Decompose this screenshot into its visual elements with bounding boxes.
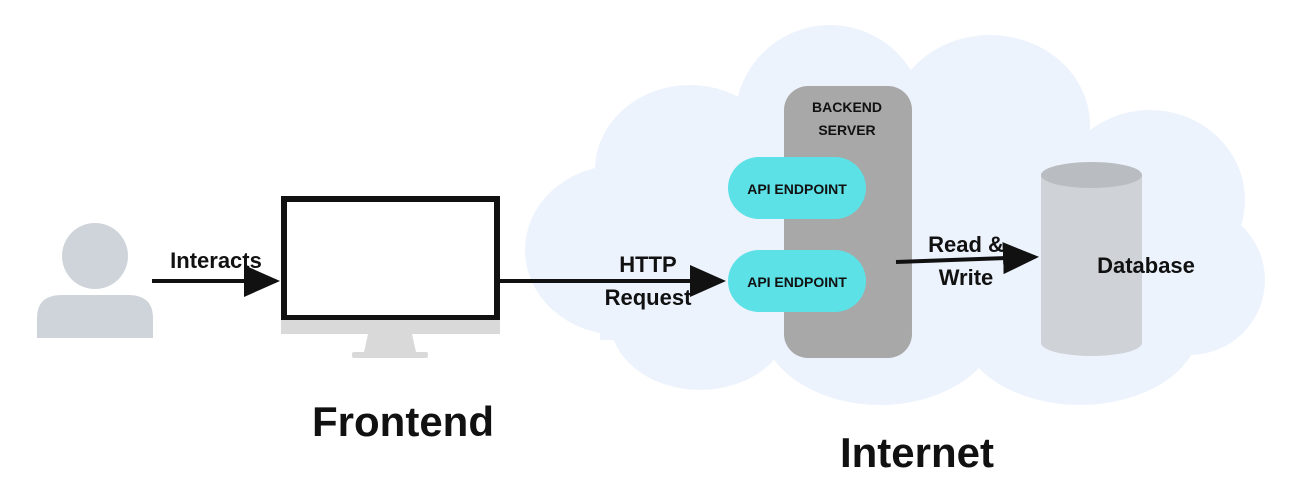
- api-endpoint-label: API ENDPOINT: [747, 274, 847, 290]
- read-write-label-line2: Write: [939, 265, 994, 290]
- database-cylinder-icon: [1041, 162, 1142, 356]
- interacts-label: Interacts: [170, 248, 262, 273]
- api-endpoint: API ENDPOINT: [728, 250, 866, 312]
- api-endpoint-label: API ENDPOINT: [747, 181, 847, 197]
- database-label: Database: [1097, 253, 1195, 278]
- internet-caption: Internet: [840, 429, 994, 476]
- user-icon: [37, 223, 153, 338]
- backend-title-line1: BACKEND: [812, 99, 882, 115]
- read-write-label-line1: Read &: [928, 232, 1004, 257]
- read-write-arrow: [895, 242, 1039, 275]
- monitor-icon: [281, 196, 500, 358]
- http-label-line1: HTTP: [619, 252, 676, 277]
- http-label-line2: Request: [605, 285, 692, 310]
- frontend-caption: Frontend: [312, 398, 494, 445]
- api-endpoint: API ENDPOINT: [728, 157, 866, 219]
- backend-title-line2: SERVER: [818, 122, 875, 138]
